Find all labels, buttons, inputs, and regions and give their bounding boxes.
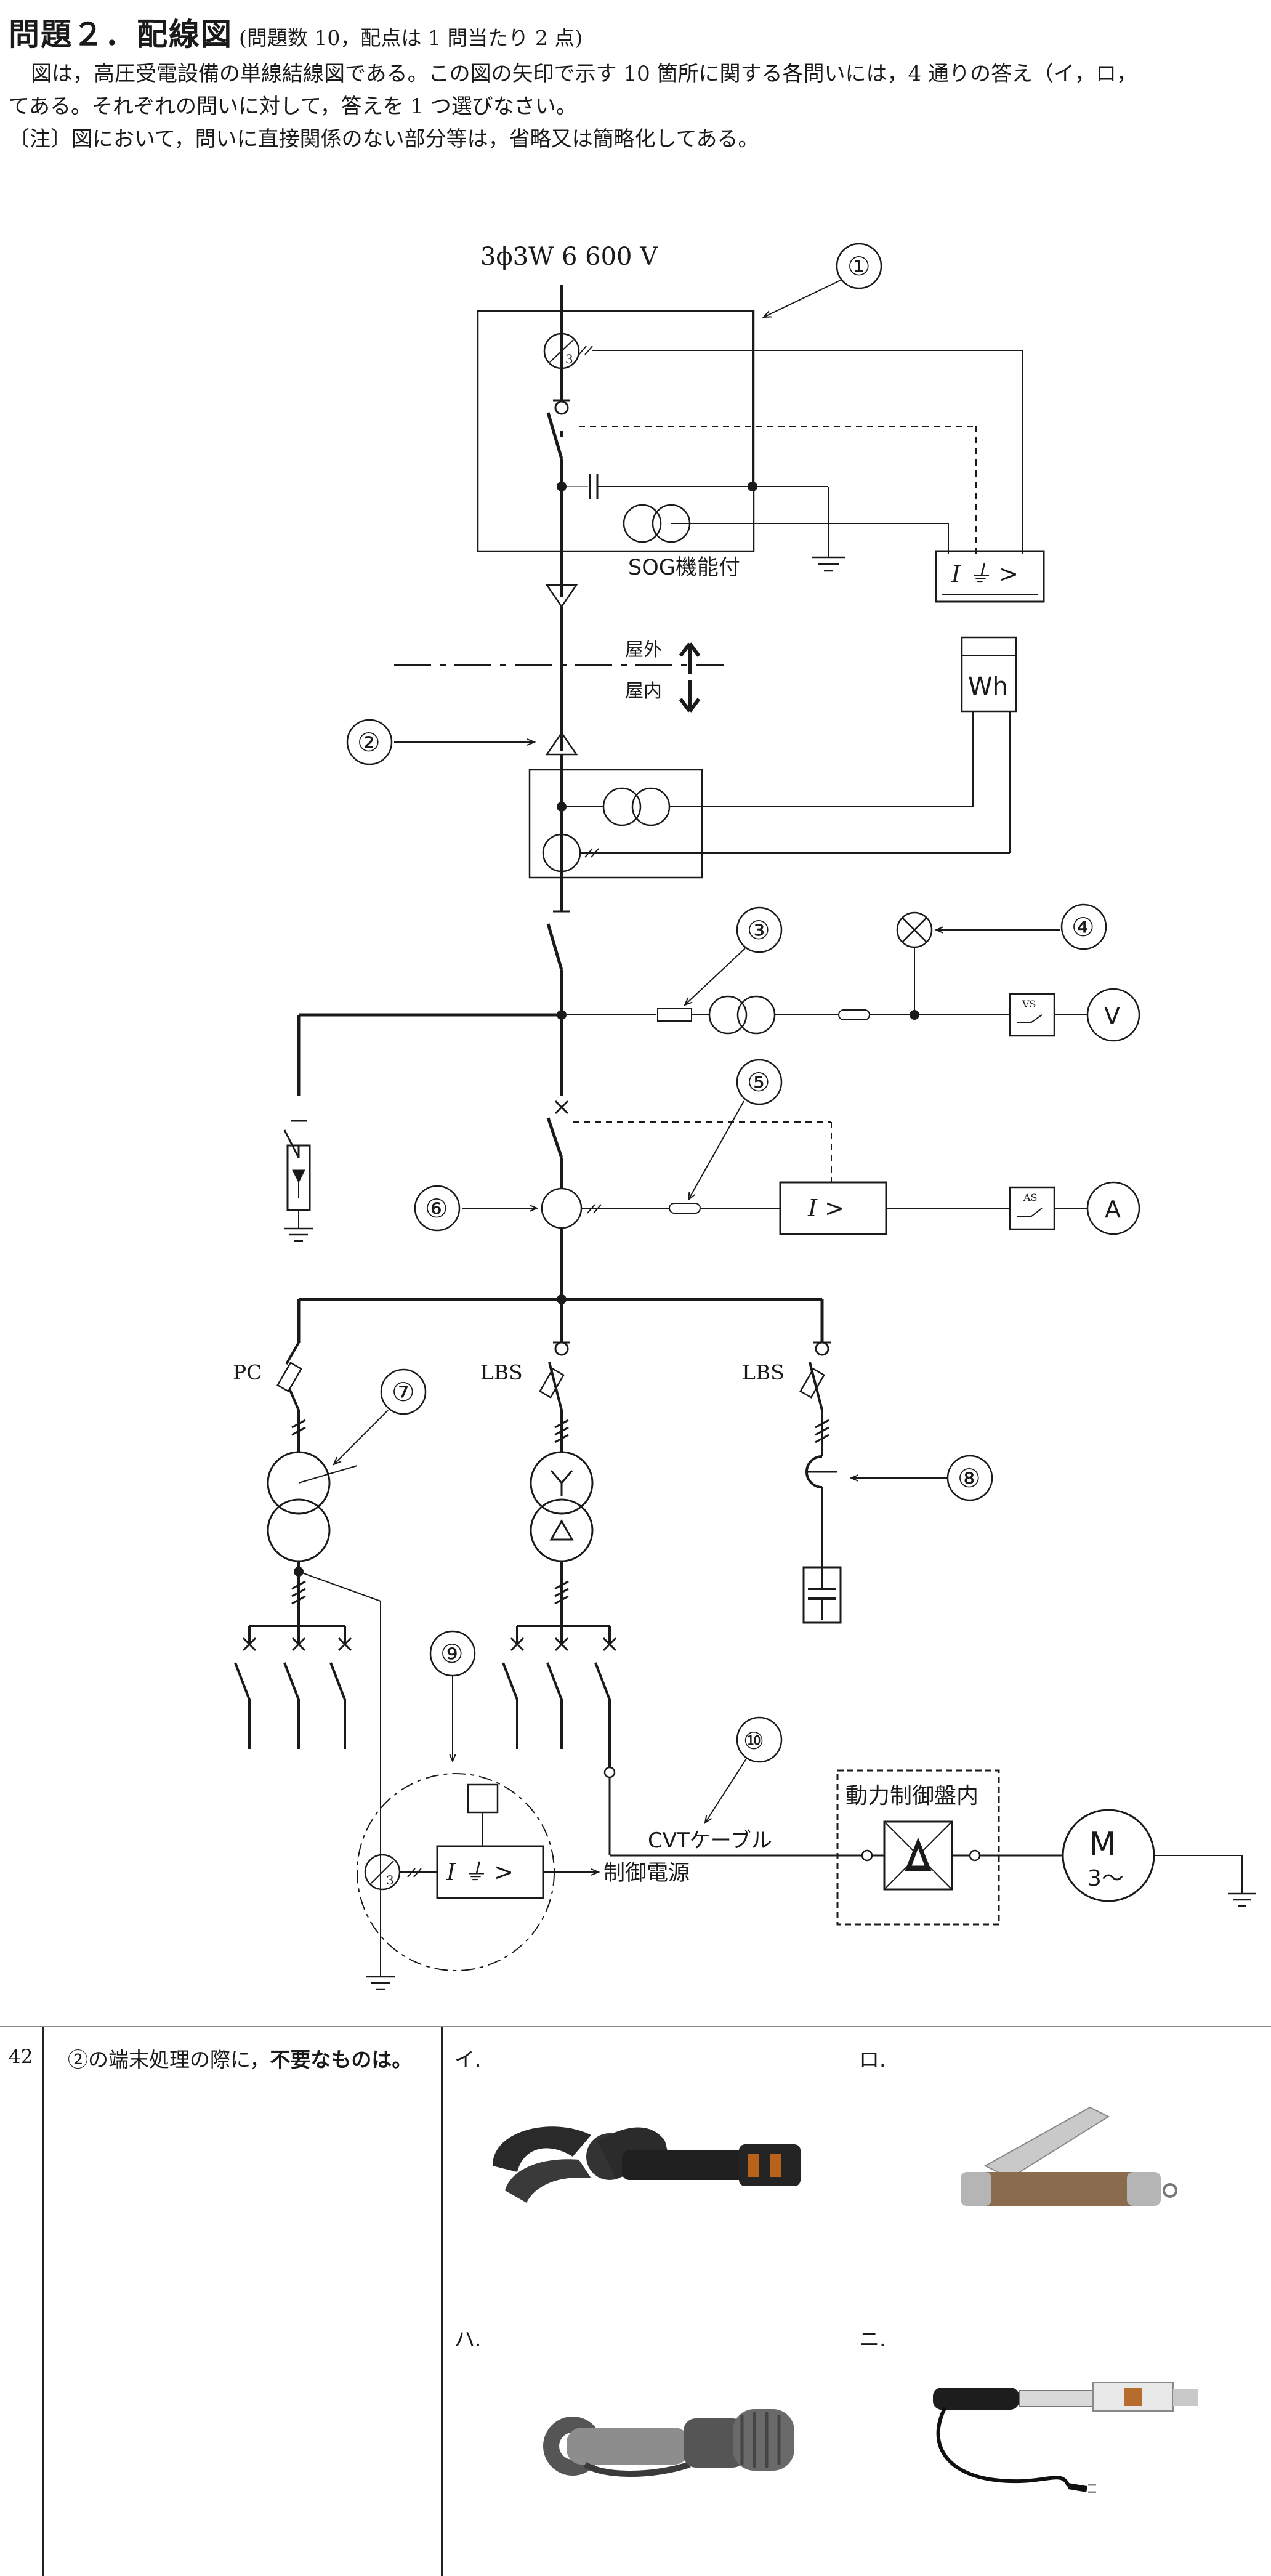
ground-fault-relay-group: 3 I ⏚ > 制御電源: [357, 1773, 690, 1971]
option-i-label[interactable]: イ.: [454, 2048, 482, 2072]
table-divider: [441, 2027, 443, 2576]
single-line-diagram: 3ϕ3W 6 600 V 3 SOG機能付: [0, 243, 1271, 2027]
vs-label: VS: [1022, 998, 1036, 1010]
lbs1-label: LBS: [480, 1360, 523, 1384]
motor: M 3〜: [1062, 1809, 1256, 1907]
marker-3: [736, 906, 783, 953]
cable-cutter-icon[interactable]: [468, 2098, 825, 2221]
marker-6: [414, 1185, 461, 1232]
intro-line-3: 〔注〕図において，問いに直接関係のない部分等は，省略又は簡略化してある。: [9, 127, 759, 151]
option-ha-label[interactable]: ハ.: [454, 2327, 482, 2351]
ugs-switch: 3 SOG機能付: [477, 285, 1023, 597]
marker-8-label: ⑧: [958, 1463, 981, 1493]
zct-icon: [543, 333, 580, 369]
zct2-ratio: 3: [386, 1873, 394, 1888]
marker-5: [736, 1059, 783, 1105]
ground-relay-text: I ⏚ >: [951, 560, 1019, 587]
marker-4: [1060, 903, 1107, 950]
instructions: 図は，高圧受電設備の単線結線図である。この図の矢印で示す 10 箇所に関する各問…: [9, 58, 1271, 156]
panel-label: 動力制御盤内: [845, 1783, 978, 1809]
page-title: 問題２．配線図(問題数 10，配点は 1 問当たり 2 点): [9, 10, 583, 54]
watt-hour-meter: Wh: [961, 636, 1017, 853]
marker-4-label: ④: [1071, 912, 1095, 942]
subtitle-text: (問題数 10，配点は 1 問当たり 2 点): [239, 26, 583, 50]
circuit-breaker: I > AS A: [541, 1100, 1140, 1299]
intro-line-1: 図は，高圧受電設備の単線結線図である。この図の矢印で示す 10 箇所に関する各問…: [31, 62, 1137, 86]
title-text: 問題２．配線図: [9, 17, 233, 52]
option-ni-label[interactable]: ニ.: [859, 2327, 886, 2351]
marker-10: [736, 1716, 783, 1763]
outdoor-label: 屋外: [625, 639, 662, 661]
wh-label: Wh: [968, 672, 1008, 701]
pilot-lamp-icon: [896, 911, 933, 948]
marker-1-label: ①: [847, 251, 871, 281]
marker-3-label: ③: [747, 915, 770, 945]
ammeter-label: A: [1105, 1196, 1121, 1223]
supply-label: 3ϕ3W 6 600 V: [480, 243, 658, 271]
oc-relay-label: I >: [807, 1195, 844, 1222]
table-divider: [42, 2027, 44, 2576]
ct-icon: [541, 1187, 583, 1229]
pc-feeder: PC: [233, 1342, 395, 1990]
indoor-label: 屋内: [625, 680, 662, 702]
intro-line-2: てある。それぞれの問いに対して，答えを 1 つ選びなさい。: [9, 94, 577, 119]
pipe-cutter-icon[interactable]: [530, 2372, 813, 2495]
lbs-feeder-capacitor: LBS: [742, 1341, 842, 1624]
marker-9: [429, 1630, 476, 1677]
cvt-cable-label: CVTケーブル: [648, 1828, 772, 1853]
zct-ratio: 3: [565, 352, 573, 366]
ground-relay-box: I ⏚ >: [935, 550, 1045, 603]
marker-8: [946, 1455, 993, 1501]
voltmeter-label: V: [1104, 1003, 1120, 1030]
marker-7-label: ⑦: [392, 1377, 415, 1407]
motor-label: M: [1089, 1826, 1116, 1863]
question-bold: 不要なものは。: [270, 2048, 413, 2072]
as-label: AS: [1023, 1192, 1038, 1203]
question-table: 42 ②の端末処理の際に，不要なものは。 イ. ロ. ハ. ニ.: [0, 2027, 1271, 2576]
soldering-iron-icon[interactable]: [921, 2363, 1216, 2505]
question-prefix: ②の端末処理の際に，: [68, 2048, 270, 2072]
motor-sub-label: 3〜: [1087, 1866, 1124, 1891]
gfr-label: I ⏚ >: [446, 1859, 514, 1886]
pc-label: PC: [233, 1360, 262, 1384]
marker-5-label: ⑤: [747, 1067, 770, 1097]
question-text: ②の端末処理の際に，不要なものは。: [68, 2043, 412, 2073]
question-number: 42: [9, 2046, 33, 2068]
marker-6-label: ⑥: [425, 1193, 448, 1224]
lbs2-label: LBS: [742, 1360, 785, 1384]
lightning-arrester: [283, 1120, 313, 1242]
marker-10-label: ⑩: [743, 1727, 764, 1754]
lbs-feeder-motor: LBS CVTケーブル: [480, 1341, 862, 1857]
marker-1: [836, 243, 882, 289]
power-control-panel: 動力制御盤内: [836, 1769, 1063, 1926]
marker-2: [346, 719, 393, 765]
vct: [528, 754, 1010, 911]
electrician-knife-icon[interactable]: [936, 2092, 1195, 2221]
sog-label: SOG機能付: [628, 555, 740, 580]
marker-7: [380, 1368, 427, 1415]
marker-2-label: ②: [357, 727, 381, 757]
vt-branch: VS V: [562, 911, 1140, 1042]
control-power-label: 制御電源: [603, 1861, 690, 1886]
marker-9-label: ⑨: [440, 1639, 464, 1669]
option-ro-label[interactable]: ロ.: [859, 2048, 886, 2072]
